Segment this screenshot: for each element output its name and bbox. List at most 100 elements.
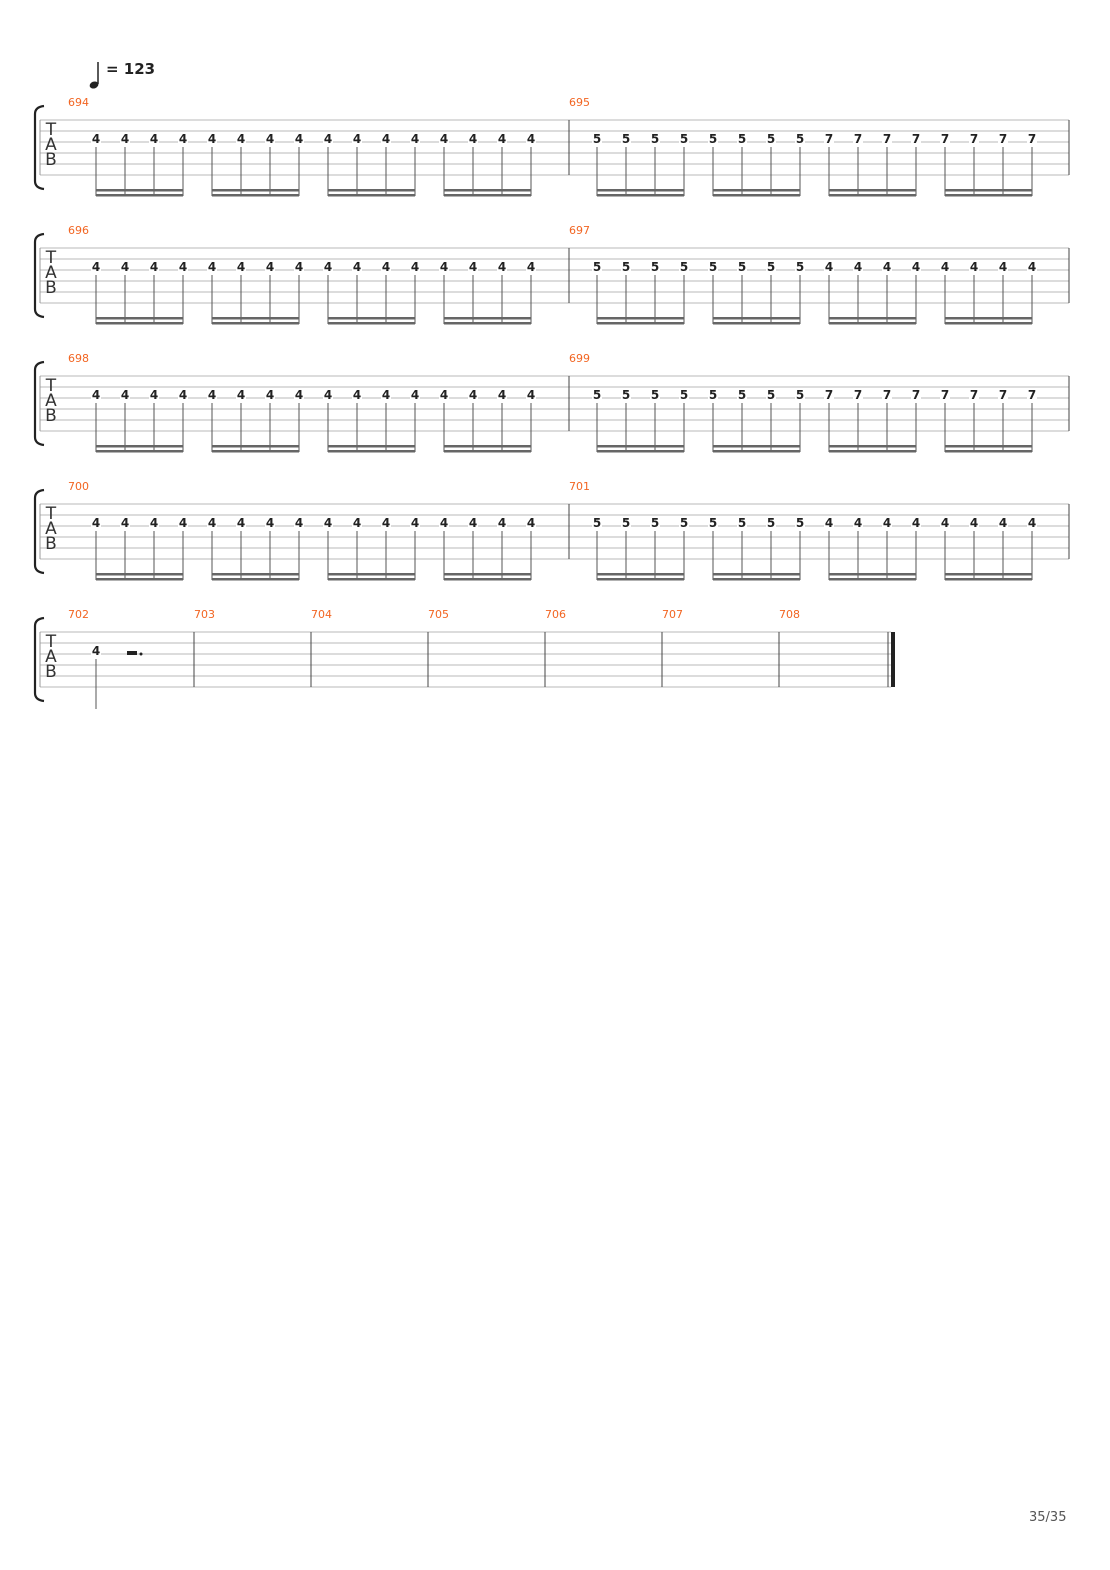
beam-16th [96,317,183,320]
beam-16th [444,445,531,448]
fret-knockout [708,516,718,528]
fret-knockout [526,132,536,144]
fret-number: 4 [527,260,535,274]
fret-knockout [882,388,892,400]
fret-number: 4 [469,260,477,274]
fret-number: 5 [651,132,659,146]
fret-knockout [940,260,950,272]
beam-16th [829,317,916,320]
fret-number: 4 [324,260,332,274]
fret-knockout [650,388,660,400]
fret-knockout [91,132,101,144]
fret-number: 7 [970,388,978,402]
beam-16th [96,194,183,197]
fret-knockout [795,388,805,400]
measure-number: 707 [662,608,683,621]
fret-knockout [621,260,631,272]
fret-number: 4 [941,516,949,530]
dotted-half-rest-icon [127,651,137,655]
tab-clef-letter: B [45,534,57,554]
fret-number: 5 [709,388,717,402]
fret-knockout [497,260,507,272]
fret-number: 4 [324,516,332,530]
measure-number: 701 [569,480,590,493]
fret-knockout [998,260,1008,272]
fret-number: 4 [498,132,506,146]
fret-number: 4 [941,260,949,274]
fret-knockout [737,132,747,144]
fret-knockout [207,516,217,528]
fret-number: 4 [179,260,187,274]
fret-knockout [650,132,660,144]
tempo-value: = 123 [106,60,156,78]
fret-knockout [592,260,602,272]
fret-number: 4 [854,516,862,530]
fret-number: 4 [266,260,274,274]
fret-knockout [91,388,101,400]
fret-number: 4 [150,132,158,146]
fret-number: 4 [825,260,833,274]
beam-16th [96,445,183,448]
fret-knockout [911,132,921,144]
fret-number: 4 [411,132,419,146]
fret-knockout [1027,516,1037,528]
fret-knockout [294,516,304,528]
tab-clef-letter: A [45,263,57,283]
system-bracket [33,360,45,447]
fret-number: 7 [941,388,949,402]
fret-knockout [91,644,101,656]
fret-number: 4 [324,388,332,402]
fret-knockout [178,260,188,272]
fret-number: 4 [179,388,187,402]
fret-number: 7 [825,132,833,146]
fret-knockout [853,388,863,400]
fret-number: 4 [121,388,129,402]
fret-number: 4 [150,516,158,530]
tab-clef-letter: B [45,278,57,298]
fret-number: 5 [651,260,659,274]
fret-knockout [410,388,420,400]
fret-number: 4 [353,388,361,402]
fret-knockout [91,516,101,528]
fret-number: 4 [912,516,920,530]
fret-number: 4 [440,132,448,146]
fret-number: 4 [970,260,978,274]
fret-number: 4 [266,516,274,530]
fret-number: 4 [382,516,390,530]
rest-dot-icon [139,652,143,656]
fret-number: 7 [883,132,891,146]
fret-knockout [120,260,130,272]
beam-16th [444,573,531,576]
fret-knockout [526,516,536,528]
fret-knockout [940,516,950,528]
fret-number: 4 [92,132,100,146]
fret-number: 4 [999,516,1007,530]
beam-16th [212,573,299,576]
tab-clef-letter: T [45,504,57,524]
fret-number: 7 [999,388,1007,402]
fret-knockout [207,388,217,400]
measure-number: 703 [194,608,215,621]
fret-knockout [766,132,776,144]
fret-number: 4 [121,516,129,530]
fret-number: 5 [709,132,717,146]
measure-number: 700 [68,480,89,493]
fret-number: 4 [382,260,390,274]
fret-knockout [621,132,631,144]
fret-number: 5 [593,388,601,402]
fret-knockout [294,388,304,400]
fret-number: 4 [150,260,158,274]
fret-number: 4 [353,132,361,146]
measure-number: 694 [68,96,89,109]
fret-number: 4 [295,260,303,274]
fret-knockout [795,132,805,144]
page-number: 35/35 [1029,1510,1067,1525]
fret-number: 4 [121,260,129,274]
fret-knockout [294,132,304,144]
fret-number: 4 [150,388,158,402]
fret-knockout [381,388,391,400]
fret-number: 4 [208,260,216,274]
beam-16th [713,322,800,325]
